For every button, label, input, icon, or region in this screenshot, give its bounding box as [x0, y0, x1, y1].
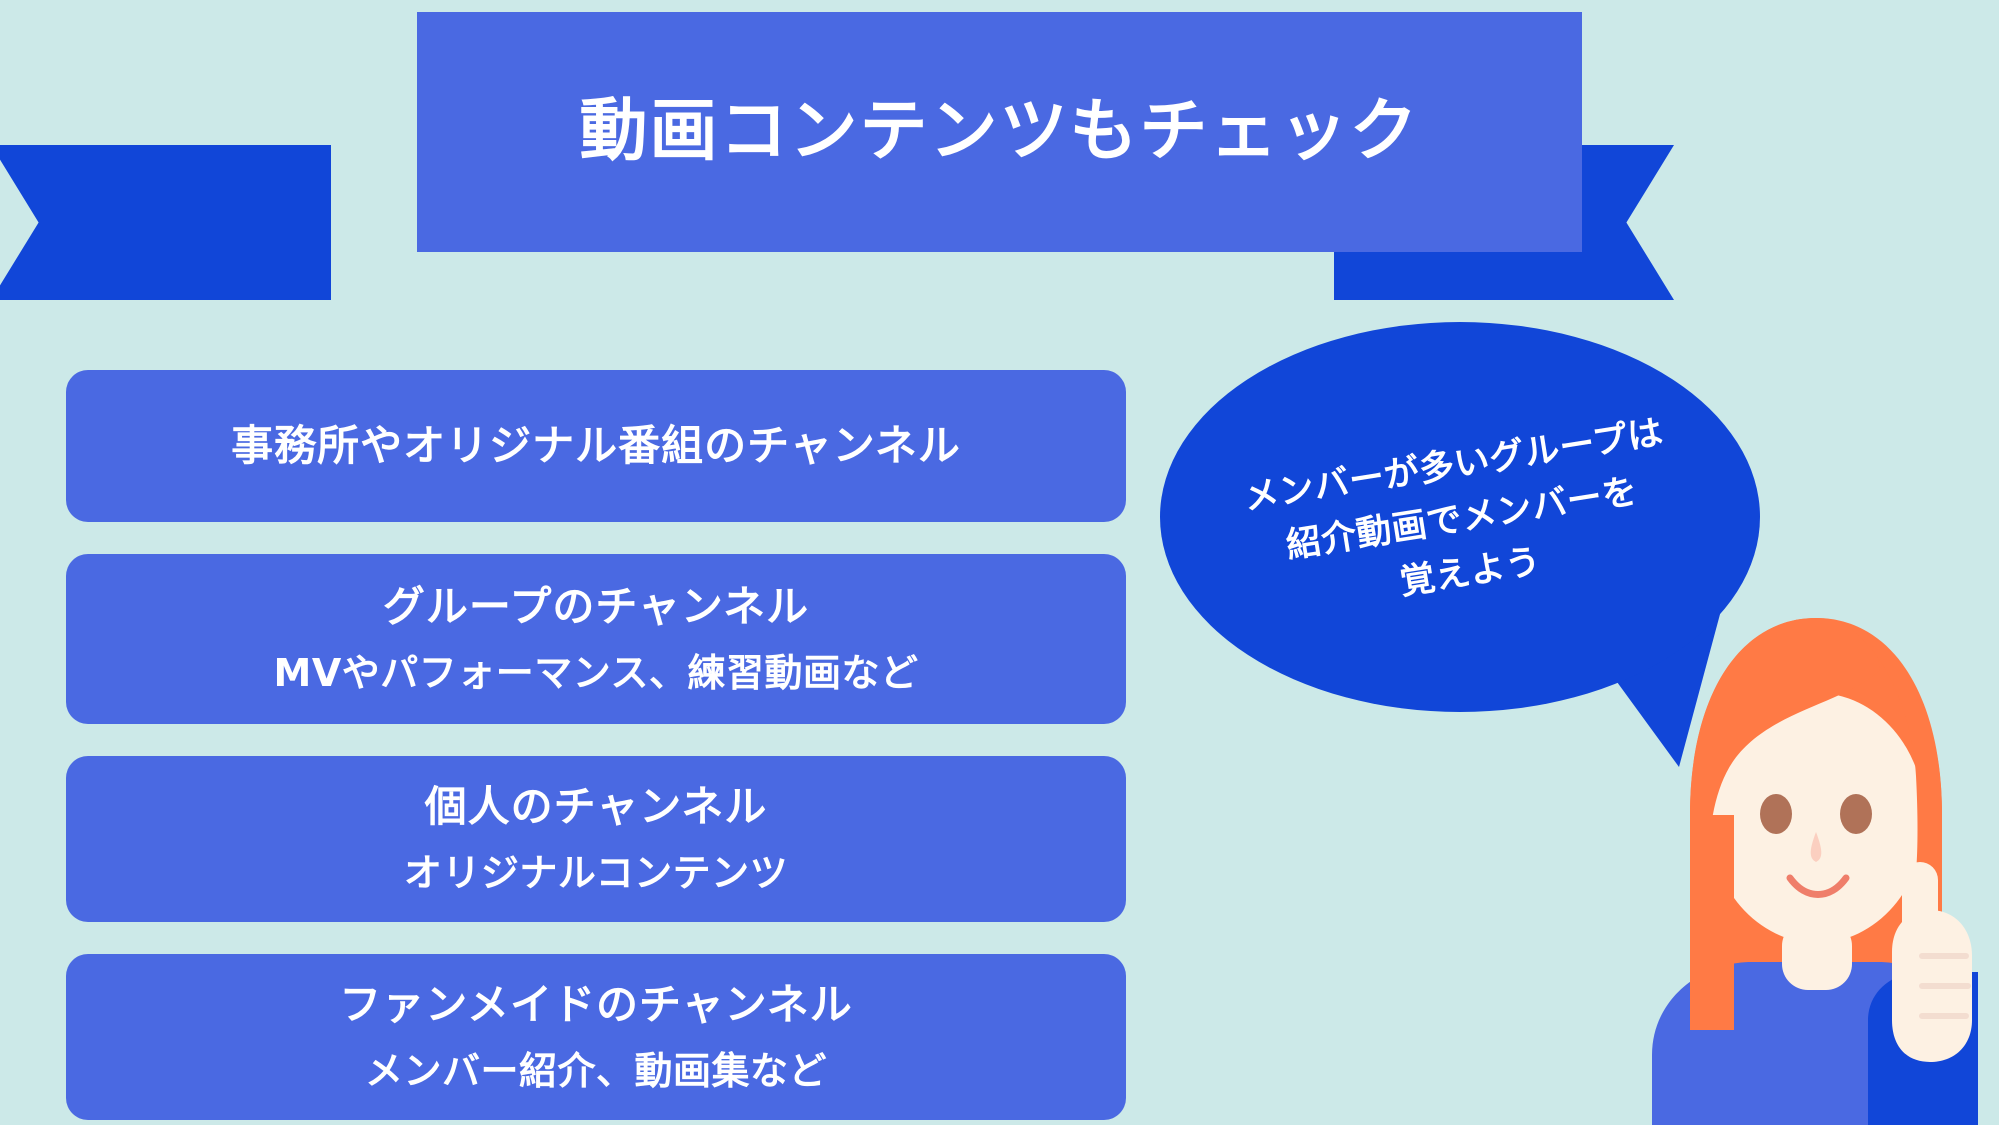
content-box-secondary-label: MVやパフォーマンス、練習動画など: [273, 650, 919, 695]
title-ribbon: 動画コンテンツもチェック: [0, 0, 1999, 310]
ribbon-band: [417, 12, 1582, 252]
content-box-primary-label: 事務所やオリジナル番組のチャンネル: [231, 420, 961, 470]
content-box-agency-channel[interactable]: 事務所やオリジナル番組のチャンネル: [66, 370, 1126, 522]
content-box-primary-label: ファンメイドのチャンネル: [339, 980, 853, 1029]
mouth: [1786, 874, 1850, 898]
hair-strand-left: [1690, 815, 1734, 1030]
hair-front-right: [1838, 622, 1942, 872]
eye-right: [1840, 794, 1872, 834]
content-box-primary-label: グループのチャンネル: [382, 582, 810, 631]
content-box-fanmade-channel[interactable]: ファンメイドのチャンネル メンバー紹介、動画集など: [66, 954, 1126, 1120]
content-box-group-channel[interactable]: グループのチャンネル MVやパフォーマンス、練習動画など: [66, 554, 1126, 724]
page-title: 動画コンテンツもチェック: [579, 91, 1420, 171]
hair-front-left: [1690, 618, 1880, 868]
speech-bubble: メンバーが多いグループは 紹介動画でメンバーを 覚えよう: [1160, 322, 1760, 767]
character-illustration: [1630, 600, 1999, 1125]
eye-left: [1760, 794, 1792, 834]
content-box-primary-label: 個人のチャンネル: [424, 782, 768, 831]
ribbon-tail-left: [0, 145, 331, 300]
content-box-secondary-label: メンバー紹介、動画集など: [364, 1048, 827, 1093]
pointing-hand: [1892, 862, 1972, 1062]
speech-bubble-body: [1160, 322, 1760, 712]
content-box-personal-channel[interactable]: 個人のチャンネル オリジナルコンテンツ: [66, 756, 1126, 922]
face: [1709, 693, 1925, 943]
content-box-secondary-label: オリジナルコンテンツ: [403, 850, 789, 895]
knuckle-lines: [1919, 953, 1971, 1019]
nose: [1810, 832, 1822, 862]
content-box-list: 事務所やオリジナル番組のチャンネル グループのチャンネル MVやパフォーマンス、…: [66, 370, 1126, 1125]
